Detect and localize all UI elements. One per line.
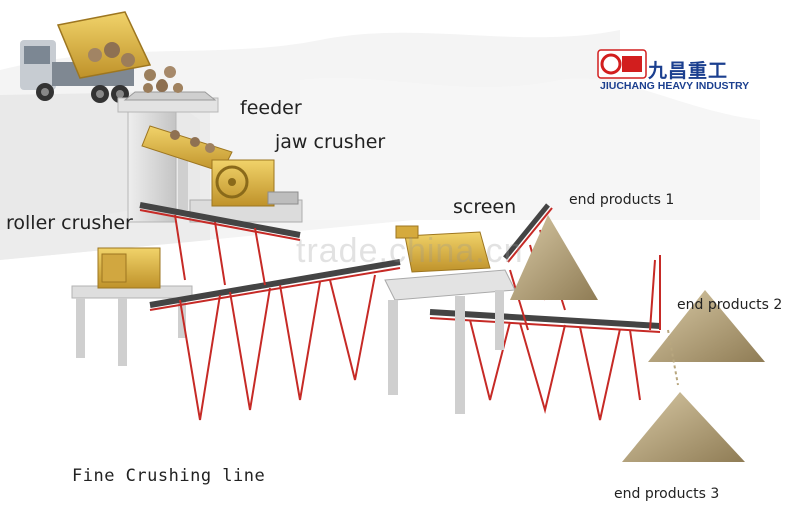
feeder-platform [117,80,219,223]
dump-truck [20,11,152,103]
label-roller-crusher: roller crusher [6,212,133,234]
sand-piles [510,215,765,462]
label-end-products-2: end products 2 [677,297,783,313]
brand-name-en: JIUCHANG HEAVY INDUSTRY [600,80,750,92]
diagram-title: Fine Crushing line [72,466,266,486]
label-jaw-crusher: jaw crusher [275,131,386,153]
label-end-products-3: end products 3 [614,486,720,502]
jaw-crusher [189,159,303,223]
roller-crusher [71,247,193,366]
brand-name-cn: 九昌重工 [648,60,729,82]
brand-logo [597,49,647,79]
label-screen: screen [453,196,517,218]
label-end-products-1: end products 1 [569,192,675,208]
watermark: trade.china.cn [296,232,524,270]
label-feeder: feeder [240,97,302,119]
screen-platform [384,225,516,414]
